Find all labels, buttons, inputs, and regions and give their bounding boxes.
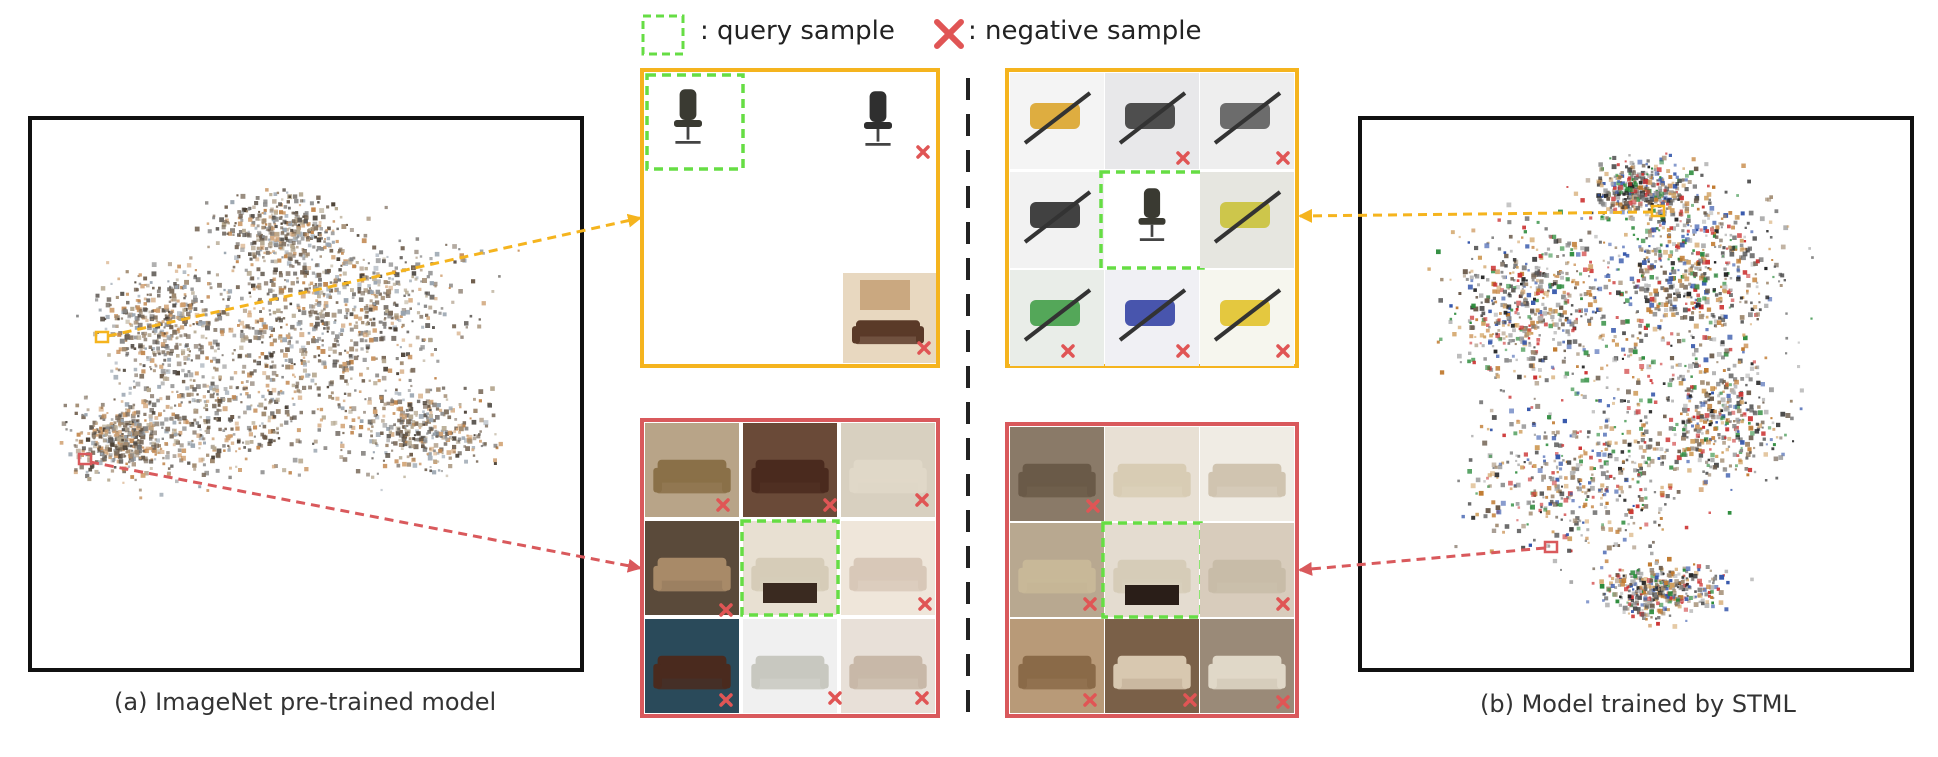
neighbors-chair-imagenet [642, 70, 938, 366]
left-embedding-frame [30, 118, 582, 670]
left-panel-caption: (a) ImageNet pre-trained model [114, 688, 496, 716]
neighbors-sofa-imagenet [642, 420, 938, 716]
negative-legend-icon [937, 22, 961, 46]
neighbors-chair-stml [1007, 70, 1297, 366]
query-legend-icon [643, 16, 683, 54]
negative-legend-label: : negative sample [968, 16, 1202, 46]
query-legend-label: : query sample [700, 16, 895, 46]
neighbors-sofa-stml [1007, 424, 1297, 716]
right-panel-caption: (b) Model trained by STML [1480, 690, 1796, 718]
